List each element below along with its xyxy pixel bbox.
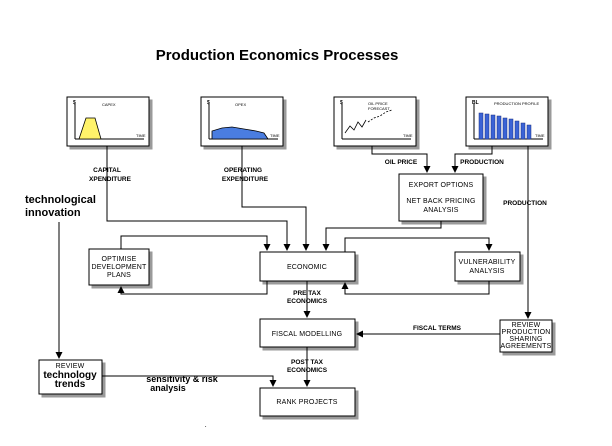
oil-price-axis-y: $: [340, 100, 343, 106]
vulnerability-label-1: VULNERABILITY: [458, 259, 515, 266]
vulnerability-analysis-box: VULNERABILITY ANALYSIS: [454, 251, 521, 282]
production-bar: [496, 115, 502, 140]
post-tax-label-1: POST TAX: [291, 359, 324, 366]
pre-tax-label-1: PRE TAX: [293, 290, 321, 297]
economic-box: ECONOMIC: [259, 251, 356, 282]
oil-price-label-2: FORECAST: [368, 106, 390, 111]
review-psa-box: REVIEW PRODUCTION SHARING AGREEMENTS: [499, 319, 553, 353]
production-flow-label: PRODUCTION: [460, 159, 504, 166]
production-side-label: PRODUCTION: [503, 200, 547, 207]
production-bar: [508, 118, 514, 140]
vulnerability-to-economic-arrow: [341, 281, 490, 295]
vulnerability-label-2: ANALYSIS: [469, 268, 504, 275]
capex-label: CAPEX: [102, 102, 116, 107]
economic-label: ECONOMIC: [287, 264, 327, 271]
rank-projects-box: RANK PROJECTS: [259, 387, 356, 417]
capex-to-economic-arrow: [106, 146, 291, 251]
export-to-economic-arrow: [322, 221, 442, 251]
review-psa-label-1: REVIEW: [512, 322, 541, 329]
sensitivity-label-2: analysis: [150, 383, 186, 393]
fiscal-terms-label: FISCAL TERMS: [413, 325, 462, 332]
economic-to-vulnerability-arrow: [344, 237, 493, 252]
oil-price-chart: $ OIL PRICE FORECAST TIME: [333, 96, 417, 147]
review-tech-label-1: REVIEW: [56, 363, 85, 370]
fiscal-modelling-label: FISCAL MODELLING: [272, 331, 343, 338]
rank-projects-label: RANK PROJECTS: [276, 399, 337, 406]
fiscal-modelling-box: FISCAL MODELLING: [259, 318, 356, 348]
opex-chart: $ OPEX TIME: [200, 96, 284, 147]
operating-label-1: OPERATING: [224, 167, 262, 174]
production-bar: [514, 120, 520, 140]
opex-to-economic-arrow: [241, 146, 310, 251]
capital-label-2: XPENDITURE: [89, 176, 132, 183]
production-bar: [490, 114, 496, 140]
oil-price-to-export-arrow: [371, 146, 431, 173]
post-tax-label-2: ECONOMICS: [287, 367, 328, 374]
tech-innovation-label-2: innovation: [25, 207, 81, 219]
production-bar: [520, 122, 526, 140]
review-psa-label-3: SHARING: [509, 336, 542, 343]
oil-price-forecast: [367, 109, 393, 123]
oil-price-label-1: OIL PRICE: [368, 101, 388, 106]
production-bar: [484, 113, 490, 140]
production-axis-y: BL: [472, 100, 479, 106]
production-axis-x: TIME: [535, 133, 545, 138]
analysis-label: ANALYSIS: [423, 207, 458, 214]
production-bar: [502, 117, 508, 140]
oil-price-axis-x: TIME: [403, 133, 413, 138]
review-psa-label-4: AGREEMENTS: [500, 343, 551, 350]
opex-curve: [211, 126, 269, 140]
optimise-development-box: OPTIMISE DEVELOPMENT PLANS: [88, 248, 150, 286]
diagram-title: Production Economics Processes: [156, 47, 399, 64]
review-tech-to-rank-arrow: [102, 375, 277, 387]
production-label: PRODUCTION PROFILE: [494, 101, 539, 106]
opex-label: OPEX: [235, 102, 246, 107]
economic-to-optimise-arrow: [117, 281, 268, 295]
pre-tax-label-2: ECONOMICS: [287, 298, 328, 305]
net-back-pricing-label: NET BACK PRICING: [406, 198, 475, 205]
review-tech-label-2: technology: [43, 370, 97, 381]
opex-axis-y: $: [207, 100, 210, 106]
oil-price-flow-label: OIL PRICE: [385, 159, 418, 166]
export-options-label: EXPORT OPTIONS: [409, 182, 474, 189]
production-bars: [478, 112, 532, 140]
opex-axis-x: TIME: [270, 133, 280, 138]
operating-label-2: EXPENDITURE: [222, 176, 269, 183]
production-bar: [478, 112, 484, 140]
export-options-box: EXPORT OPTIONS NET BACK PRICING ANALYSIS: [398, 173, 484, 222]
oil-price-history: [344, 119, 367, 134]
sensitivity-label-1: sensitivity & risk: [146, 374, 219, 384]
footer-mark: .: [205, 423, 207, 429]
optimise-label-1: OPTIMISE: [101, 256, 136, 263]
capital-label-1: CAPITAL: [93, 167, 121, 174]
production-profile-chart: BL PRODUCTION PROFILE TIME: [465, 96, 549, 147]
optimise-label-2: DEVELOPMENT: [91, 264, 147, 271]
review-psa-label-2: PRODUCTION: [501, 329, 550, 336]
capex-chart: $ CAPEX TIME: [66, 96, 150, 147]
capex-axis-y: $: [73, 100, 76, 106]
production-to-export-arrow: [451, 146, 493, 173]
production-bar: [526, 124, 532, 140]
capex-curve: [78, 117, 102, 140]
optimise-to-economic-arrow: [120, 235, 271, 251]
capex-axis-x: TIME: [136, 133, 146, 138]
review-tech-label-3: trends: [55, 379, 86, 390]
optimise-label-3: PLANS: [107, 272, 131, 279]
tech-innovation-label-1: technological: [25, 194, 96, 206]
connectors: [55, 146, 532, 387]
review-technology-box: REVIEW technology trends: [38, 359, 103, 395]
